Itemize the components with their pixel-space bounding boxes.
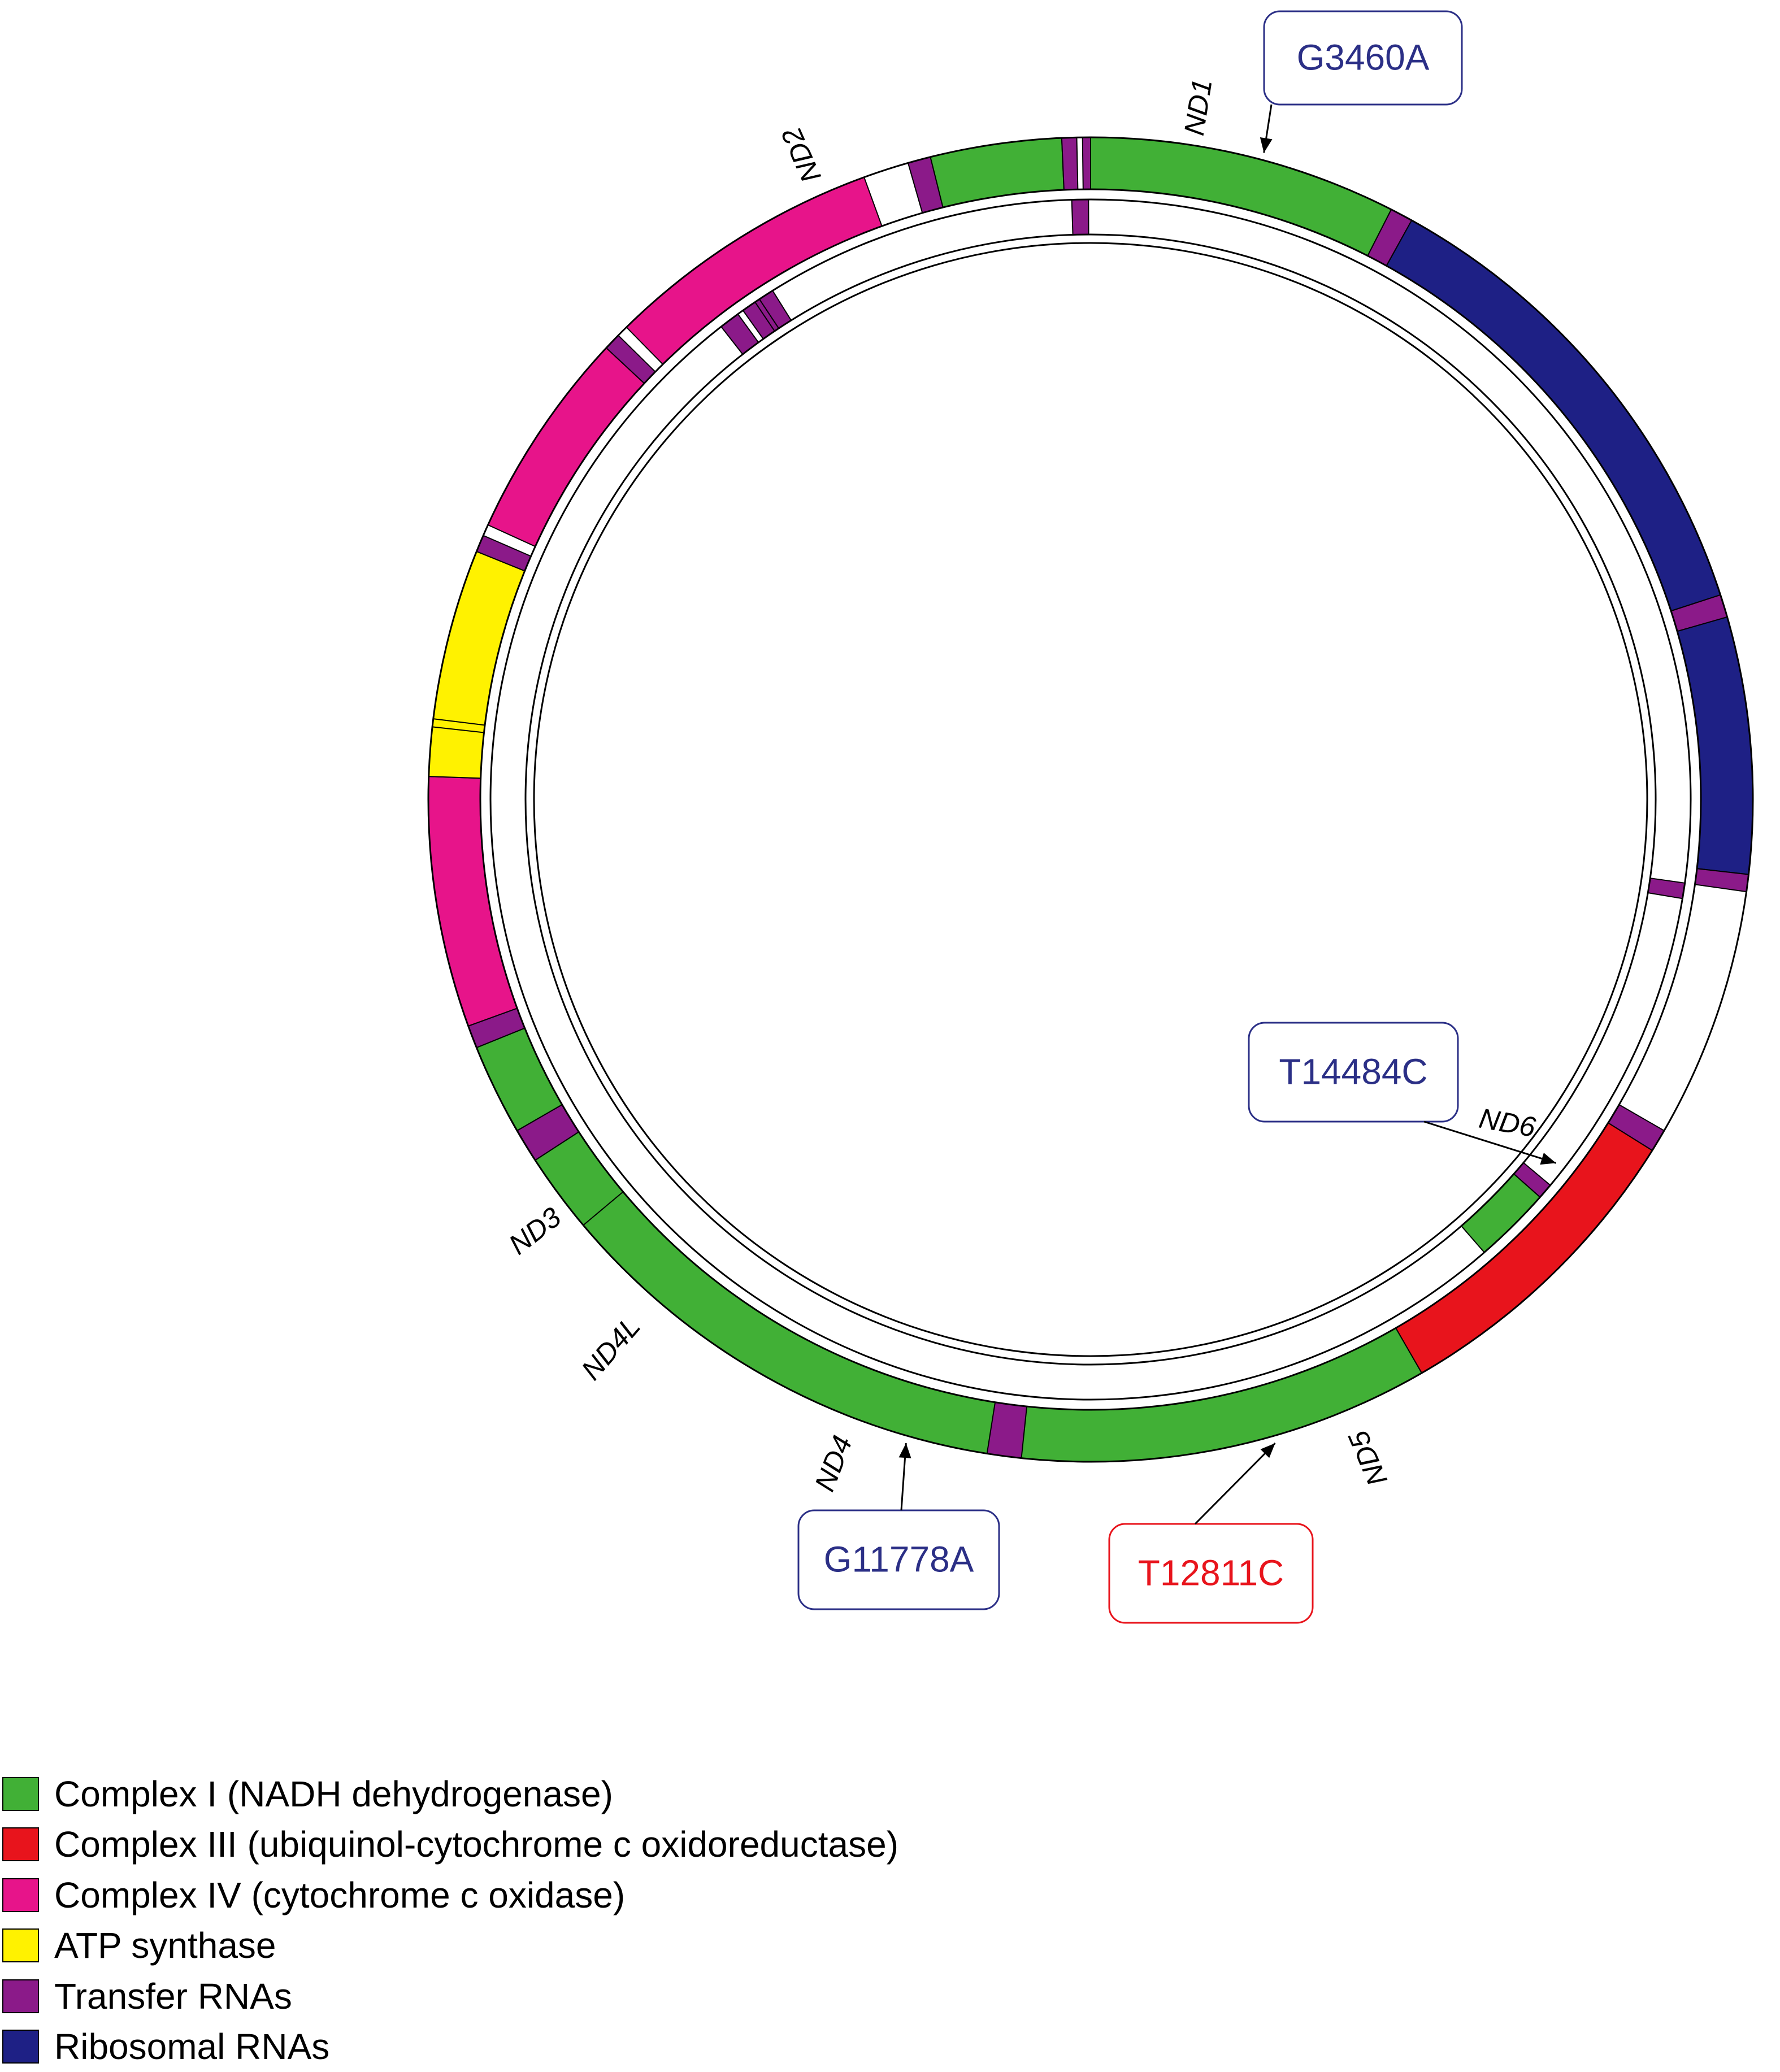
inner-ring-inner-outline xyxy=(526,234,1656,1365)
trna-segment xyxy=(1072,199,1089,234)
rrna-segment xyxy=(1387,220,1721,611)
legend-label: Complex I (NADH dehydrogenase) xyxy=(54,1773,613,1815)
nd5-nd4-segment xyxy=(535,1132,1422,1462)
arrowhead xyxy=(1540,1153,1556,1165)
cox2-segment xyxy=(488,348,645,546)
legend-item-complex-iv: Complex IV (cytochrome c oxidase) xyxy=(2,1870,898,1921)
mutation-callout-t14484c: T14484C xyxy=(1249,1023,1556,1165)
gene-label-nd6: ND6 xyxy=(1477,1102,1538,1144)
gene-label-nd4l: ND4L xyxy=(575,1310,646,1385)
legend-swatch xyxy=(2,1878,39,1912)
atp-segment xyxy=(429,551,525,778)
cox3-segment xyxy=(428,776,517,1026)
legend-label: ATP synthase xyxy=(54,1925,276,1966)
trna-segment xyxy=(1083,137,1091,189)
legend-item-complex-iii: Complex III (ubiquinol-cytochrome c oxid… xyxy=(2,1819,898,1870)
mutation-arrow xyxy=(1195,1443,1275,1524)
gene-label-nd5: ND5 xyxy=(1342,1426,1393,1491)
gene-label-nd3: ND3 xyxy=(503,1201,567,1261)
legend-label: Complex III (ubiquinol-cytochrome c oxid… xyxy=(54,1823,898,1865)
legend-swatch xyxy=(2,1979,39,2013)
gene-label-nd4: ND4 xyxy=(809,1431,858,1495)
legend-swatch xyxy=(2,1827,39,1861)
mutation-callout-t12811c: T12811C xyxy=(1109,1443,1313,1623)
legend-label: Ribosomal RNAs xyxy=(54,2026,329,2067)
mutation-label: T14484C xyxy=(1279,1051,1427,1092)
legend-item-atp-synthase: ATP synthase xyxy=(2,1921,898,1971)
arrowhead xyxy=(899,1443,911,1458)
mutation-callout-g3460a: G3460A xyxy=(1260,11,1462,153)
legend-label: Transfer RNAs xyxy=(54,1975,292,2017)
legend-item-complex-i: Complex I (NADH dehydrogenase) xyxy=(2,1769,898,1819)
arrowhead xyxy=(1260,137,1273,153)
trna-segment xyxy=(1062,137,1078,190)
legend-item-ribosomal-rnas: Ribosomal RNAs xyxy=(2,2022,898,2072)
mutation-label: G3460A xyxy=(1297,37,1430,77)
trna-segment xyxy=(1648,878,1685,898)
legend-label: Complex IV (cytochrome c oxidase) xyxy=(54,1874,625,1916)
legend-swatch xyxy=(2,2030,39,2064)
gene-label-nd2: ND2 xyxy=(775,123,827,187)
outer-strand-ring xyxy=(428,137,1753,1462)
core-circle xyxy=(534,243,1647,1356)
mutation-label: G11778A xyxy=(824,1539,974,1579)
mutation-label: T12811C xyxy=(1138,1552,1284,1593)
legend: Complex I (NADH dehydrogenase) Complex I… xyxy=(2,1769,898,2072)
legend-swatch xyxy=(2,1777,39,1811)
legend-swatch xyxy=(2,1928,39,1962)
gene-label-nd1: ND1 xyxy=(1178,77,1218,138)
legend-item-transfer-rnas: Transfer RNAs xyxy=(2,1971,898,2022)
outer-ring-inner-outline xyxy=(480,189,1701,1410)
